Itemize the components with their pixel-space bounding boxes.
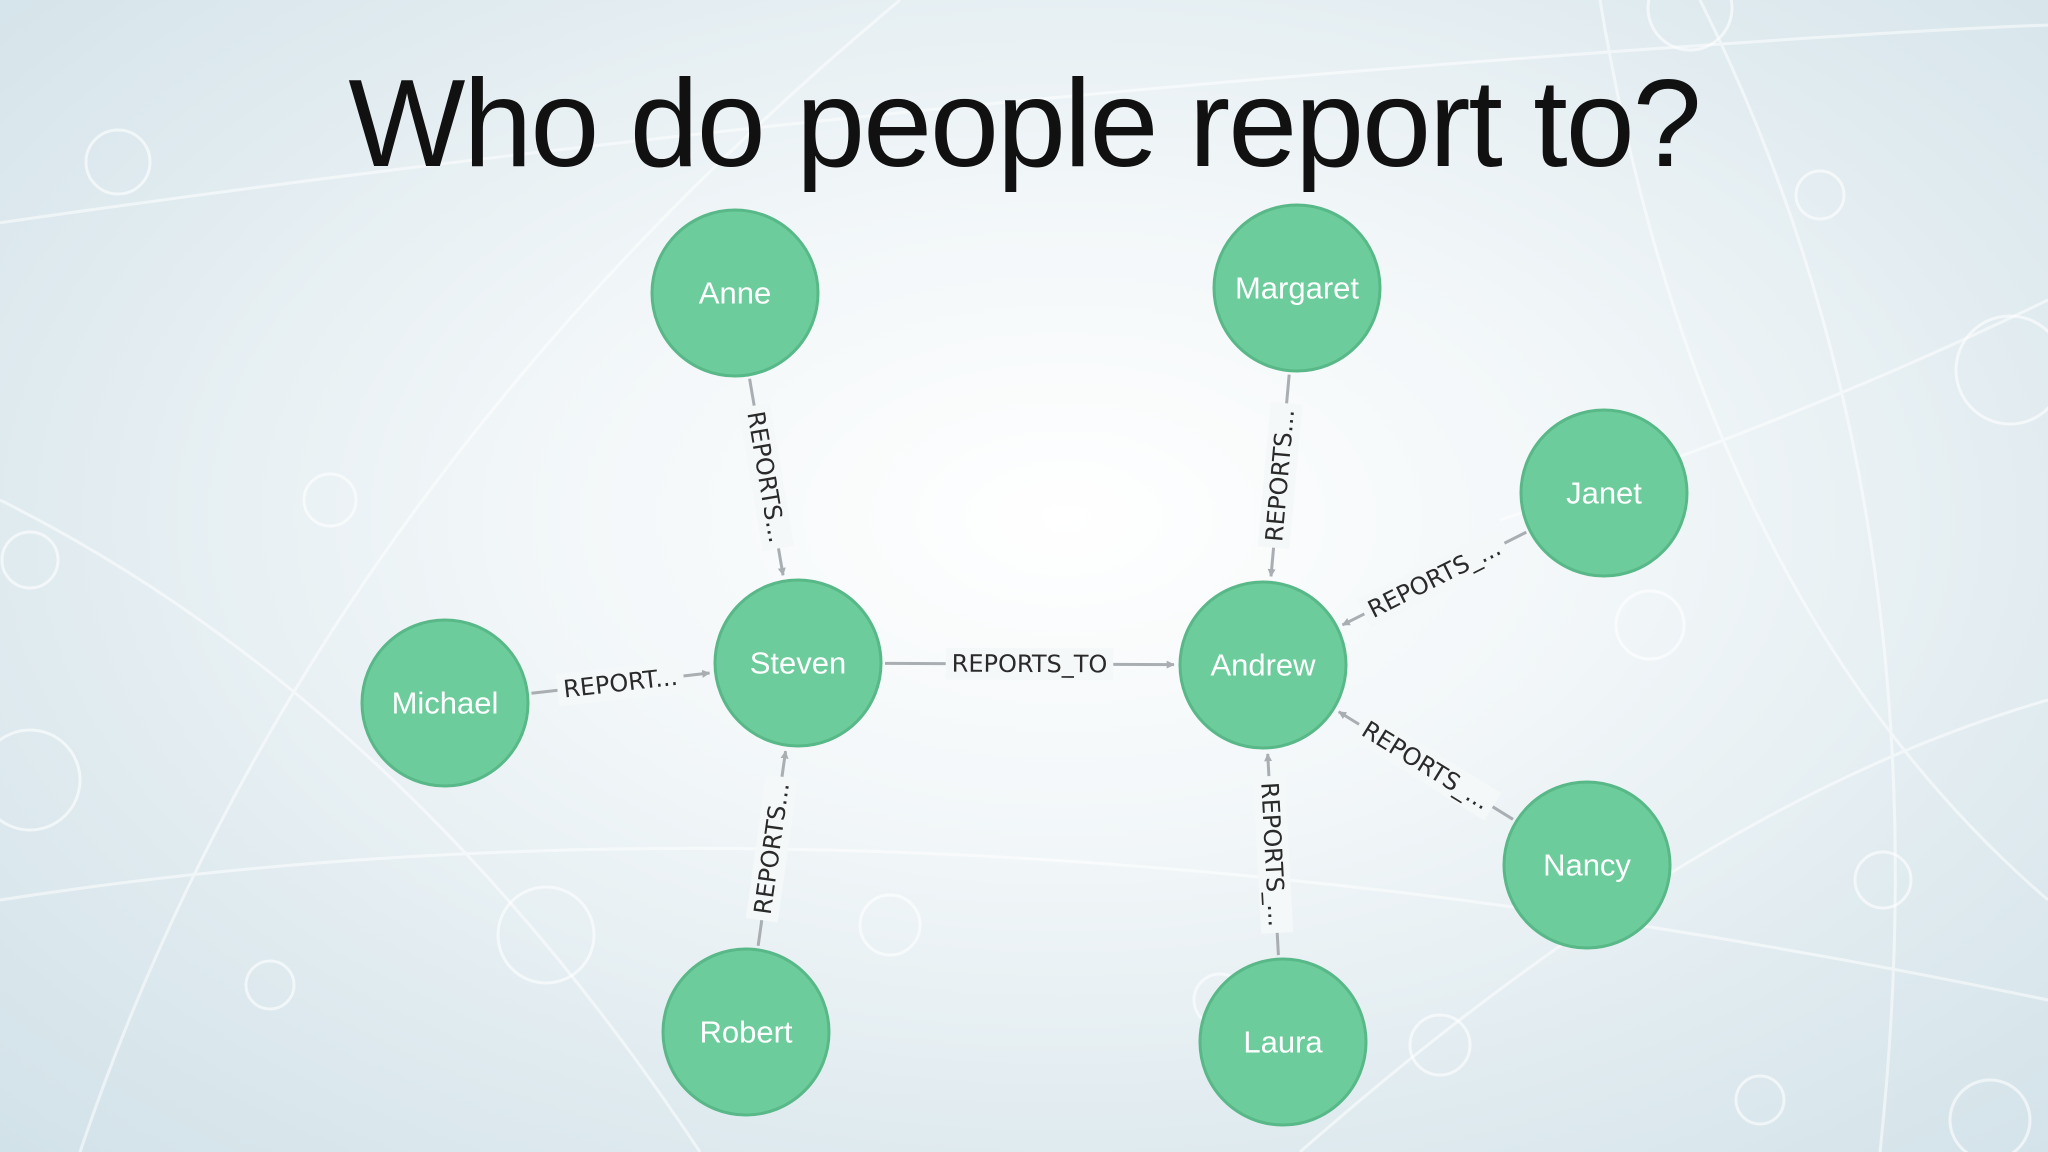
node-circle[interactable] bbox=[661, 947, 831, 1117]
node-circle[interactable] bbox=[713, 578, 883, 748]
edge-anne-steven: REPORTS... bbox=[738, 378, 795, 576]
edge-label: REPORTS_TO bbox=[952, 650, 1108, 679]
edge-label: REPORTS... bbox=[749, 781, 795, 917]
edge-label-background bbox=[945, 647, 1114, 681]
node-steven[interactable]: Steven bbox=[713, 578, 883, 748]
edge-label: REPORTS_... bbox=[1363, 533, 1505, 623]
node-label: Laura bbox=[1243, 1025, 1323, 1060]
node-circle[interactable] bbox=[650, 208, 820, 378]
edge-robert-steven: REPORTS... bbox=[745, 750, 798, 947]
node-circle[interactable] bbox=[1519, 408, 1689, 578]
edge-margaret-andrew: REPORTS... bbox=[1257, 374, 1303, 578]
node-circle[interactable] bbox=[1212, 203, 1382, 373]
node-label: Andrew bbox=[1210, 648, 1316, 683]
node-janet[interactable]: Janet bbox=[1519, 408, 1689, 578]
edge-label-background bbox=[1350, 710, 1502, 821]
edge-label: REPORTS... bbox=[741, 409, 791, 545]
node-nancy[interactable]: Nancy bbox=[1502, 780, 1672, 950]
node-label: Nancy bbox=[1543, 848, 1631, 883]
node-circle[interactable] bbox=[1198, 957, 1368, 1127]
edge-label-background bbox=[1257, 401, 1303, 550]
edge-nancy-andrew: REPORTS_... bbox=[1337, 710, 1514, 821]
edge-label-background bbox=[555, 660, 686, 707]
edge-laura-andrew: REPORTS_... bbox=[1252, 753, 1294, 956]
node-andrew[interactable]: Andrew bbox=[1178, 580, 1348, 750]
node-circle[interactable] bbox=[1502, 780, 1672, 950]
edge-steven-andrew: REPORTS_TO bbox=[884, 647, 1175, 681]
edge-label-background bbox=[738, 402, 795, 552]
node-laura[interactable]: Laura bbox=[1198, 957, 1368, 1127]
node-circle[interactable] bbox=[1178, 580, 1348, 750]
edge-label-background bbox=[1252, 775, 1294, 934]
node-label: Michael bbox=[392, 686, 499, 721]
node-anne[interactable]: Anne bbox=[650, 208, 820, 378]
page-title: Who do people report to? bbox=[348, 55, 1701, 193]
edge-label-background bbox=[745, 774, 798, 923]
node-michael[interactable]: Michael bbox=[360, 618, 530, 788]
node-label: Margaret bbox=[1235, 271, 1359, 306]
node-margaret[interactable]: Margaret bbox=[1212, 203, 1382, 373]
node-label: Robert bbox=[699, 1015, 792, 1050]
node-robert[interactable]: Robert bbox=[661, 947, 831, 1117]
node-label: Janet bbox=[1566, 476, 1642, 511]
edge-label: REPORTS_... bbox=[1357, 716, 1495, 816]
edge-michael-steven: REPORT... bbox=[531, 660, 711, 707]
edge-label: REPORTS... bbox=[1260, 408, 1300, 543]
edge-janet-andrew: REPORTS_... bbox=[1341, 528, 1527, 629]
node-label: Steven bbox=[750, 646, 847, 681]
edge-label-background bbox=[1357, 528, 1512, 629]
node-label: Anne bbox=[699, 276, 771, 311]
node-circle[interactable] bbox=[360, 618, 530, 788]
